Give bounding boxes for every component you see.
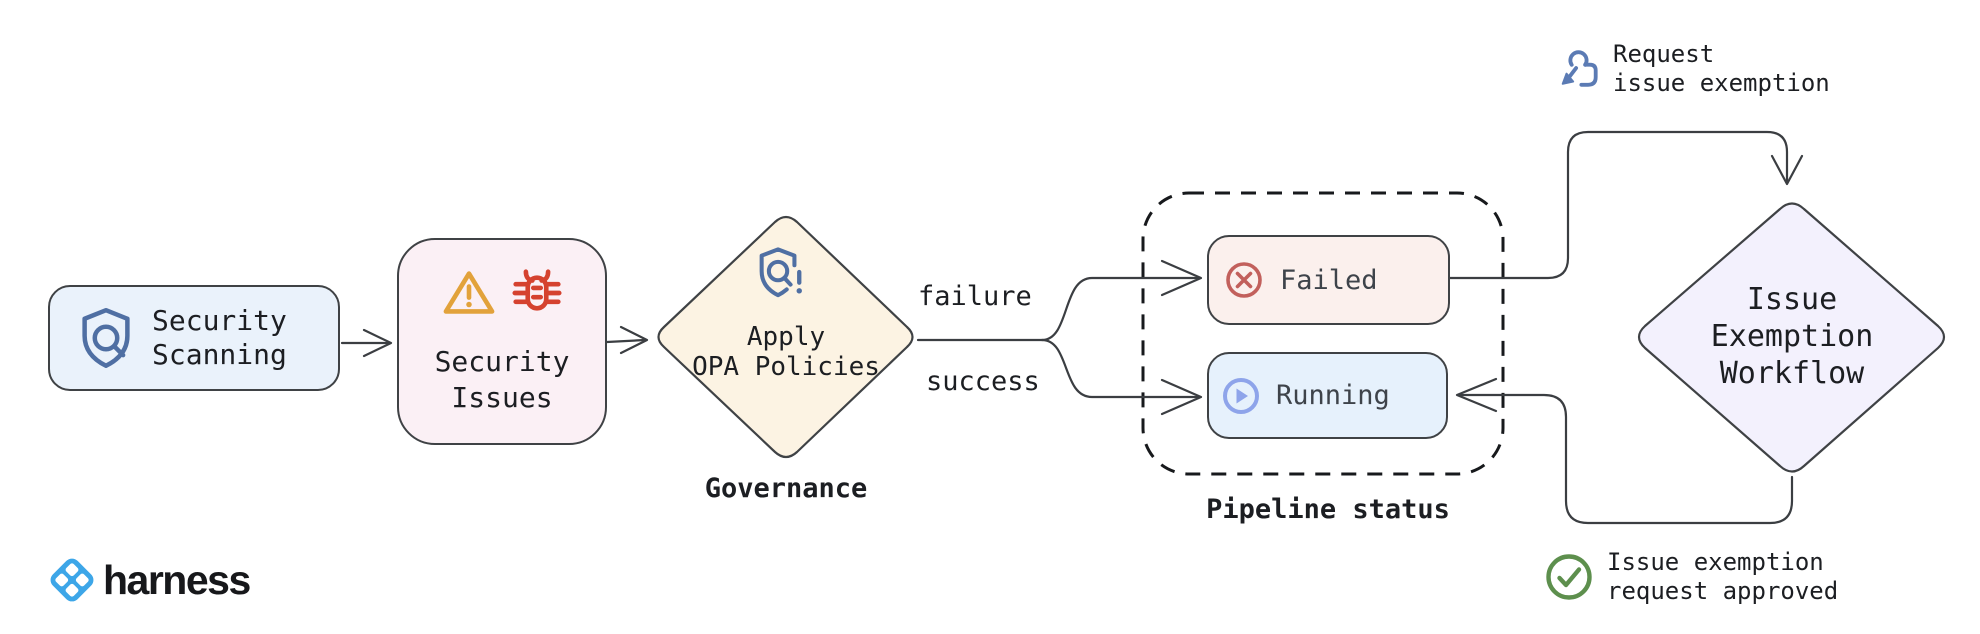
security-scanning-label: Security Scanning: [152, 304, 287, 371]
security-issues-icons: [442, 268, 562, 318]
request-exemption-text: Request issue exemption: [1613, 40, 1830, 97]
check-circle-icon: [1546, 554, 1592, 600]
request-hand-icon: [1561, 50, 1598, 87]
arrow-into-failed: [1160, 259, 1203, 297]
edge-exemption-running: [1458, 393, 1794, 525]
arrow-back-into-running: [1455, 377, 1498, 413]
harness-wordmark: harness: [103, 556, 251, 603]
apply-opa-diamond-shape: [657, 215, 914, 459]
failed-status-node: Failed: [1207, 235, 1450, 325]
approved-note: Issue exemption request approved: [1544, 548, 1838, 606]
apply-opa-icon-wrap: [752, 246, 806, 304]
x-circle-icon: [1226, 262, 1262, 298]
edge-success-branch: [1040, 338, 1200, 399]
arrow-into-exemption: [1770, 154, 1804, 186]
apply-opa-label: Apply OPA Policies: [692, 322, 880, 382]
security-scanning-node: Security Scanning: [48, 285, 340, 391]
security-issues-node: Security Issues: [397, 238, 607, 445]
governance-caption: Governance: [704, 473, 868, 504]
edge-failure-branch: [1040, 276, 1200, 342]
harness-logo: harness: [46, 554, 251, 606]
issue-exemption-label: Issue Exemption Workflow: [1710, 282, 1874, 391]
pipeline-status-group-border: [1141, 191, 1505, 476]
failed-label: Failed: [1280, 264, 1378, 296]
edge-failed-exemption: [1448, 130, 1789, 280]
harness-logo-icon: [50, 558, 94, 602]
shield-search-icon: [82, 307, 130, 369]
failure-edge-label: failure: [918, 281, 1032, 312]
warning-triangle-icon: [443, 271, 495, 314]
arrow-into-opa: [619, 325, 649, 355]
play-circle-icon: [1223, 377, 1259, 414]
arrow-into-running: [1160, 378, 1203, 416]
edge-issues-opa: [605, 338, 647, 344]
shield-scan-alert-icon: [759, 247, 802, 298]
approved-text: Issue exemption request approved: [1607, 548, 1839, 605]
running-status-node: Running: [1207, 352, 1448, 439]
security-issues-label: Security Issues: [434, 345, 570, 414]
bug-icon: [512, 269, 562, 311]
success-edge-label: success: [926, 366, 1040, 397]
request-exemption-note: Request issue exemption: [1556, 40, 1830, 98]
pipeline-status-caption: Pipeline status: [1206, 494, 1450, 525]
running-label: Running: [1276, 380, 1390, 411]
issue-exemption-diamond-shape: [1637, 202, 1946, 473]
arrow-into-issues: [362, 328, 393, 358]
